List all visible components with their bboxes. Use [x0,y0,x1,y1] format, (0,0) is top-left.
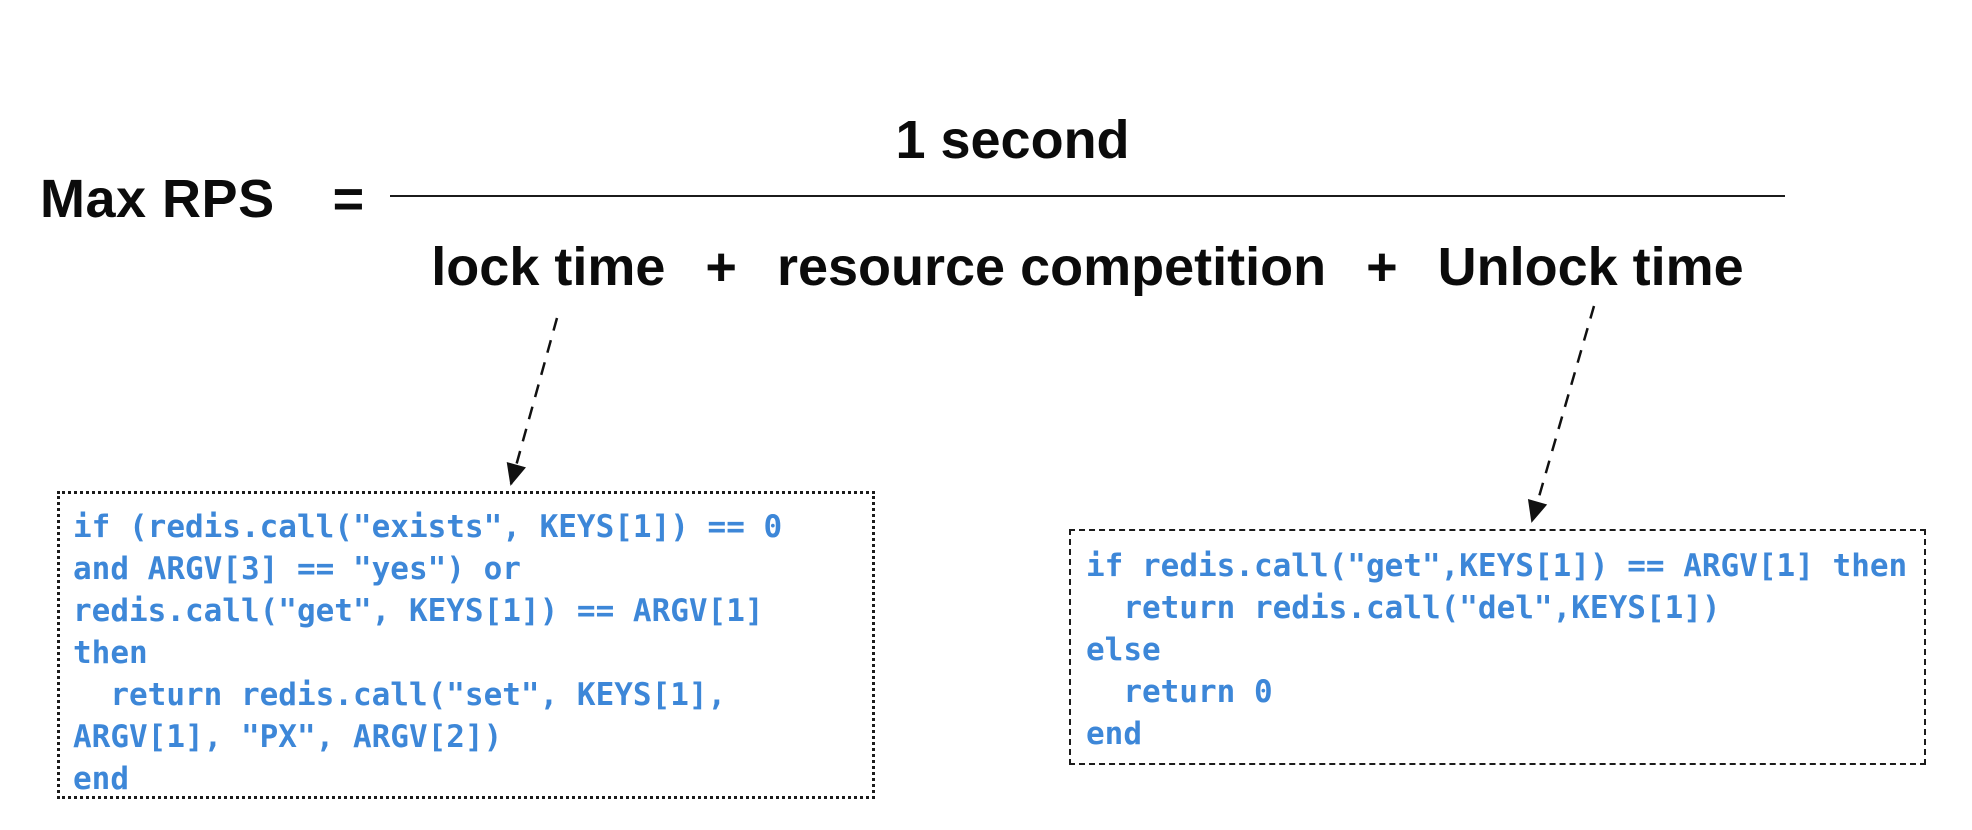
denominator-term-lock-time: lock time [431,237,666,297]
unlock-script-box: if redis.call("get",KEYS[1]) == ARGV[1] … [1069,529,1926,765]
equals-sign: = [332,169,365,229]
plus-sign: + [1366,237,1398,297]
max-rps-label: Max RPS [40,169,275,229]
plus-sign: + [705,237,737,297]
fraction: 1 second lock time + resource competitio… [390,112,1785,295]
arrow-unlock-time-to-unlock-script [1527,305,1596,523]
denominator: lock time + resource competition + Unloc… [390,239,1785,295]
lock-script-box: if (redis.call("exists", KEYS[1]) == 0 a… [57,491,875,799]
denominator-term-resource-competition: resource competition [776,237,1327,297]
numerator-label: 1 second [895,110,1130,170]
formula-lhs: Max RPS = [40,172,365,226]
denominator-term-unlock-time: Unlock time [1437,237,1744,297]
arrow-lock-time-to-lock-script [506,317,559,486]
fraction-bar [390,195,1785,197]
